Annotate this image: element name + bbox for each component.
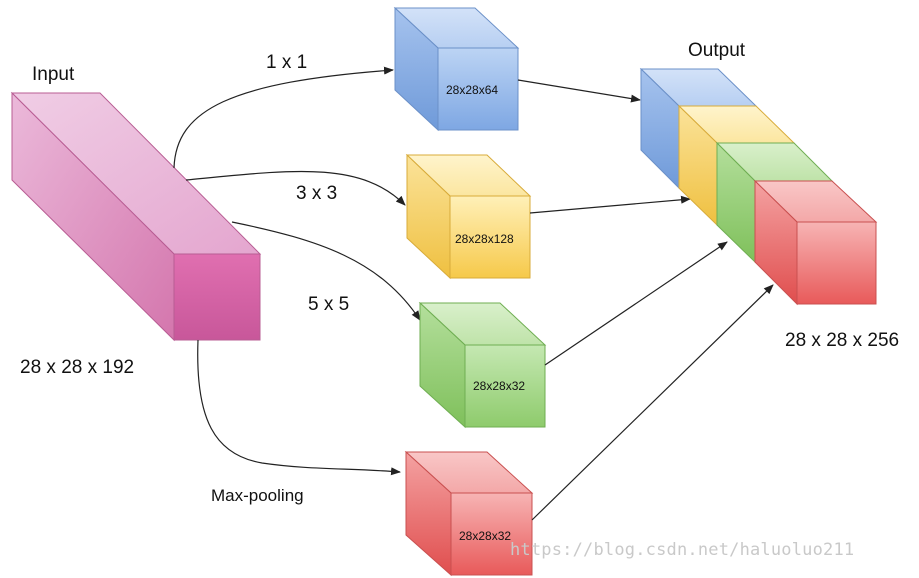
arrow-5x5 <box>231 221 421 321</box>
watermark: https://blog.csdn.net/haluoluo211 <box>510 540 855 560</box>
branch-label-5x5: 5 x 5 <box>308 294 350 315</box>
conv3x3-output-block <box>405 153 532 280</box>
branch-arrows <box>173 66 421 476</box>
output-label: Output <box>688 40 746 61</box>
branch-label-1x1: 1 x 1 <box>266 52 308 73</box>
output-dims-label: 28 x 28 x 256 <box>785 330 900 351</box>
conv5x5-output-block <box>418 301 547 429</box>
branch-label-3x3: 3 x 3 <box>296 183 338 204</box>
arrow-3x3 <box>185 170 406 206</box>
output-stack <box>639 67 878 306</box>
conv3x3-dims: 28x28x128 <box>455 232 514 246</box>
concat-arrows <box>517 79 774 521</box>
conv1x1-output-block <box>393 6 520 132</box>
input-dims-label: 28 x 28 x 192 <box>20 357 135 378</box>
input-block <box>10 91 262 342</box>
conv5x5-dims: 28x28x32 <box>473 379 526 393</box>
conv1x1-dims: 28x28x64 <box>446 83 499 97</box>
maxpool-output-block <box>404 450 534 577</box>
maxpool-dims: 28x28x32 <box>459 529 512 543</box>
arrow-1x1 <box>173 66 394 169</box>
arrow-maxpool <box>197 339 401 476</box>
branch-label-maxpool: Max-pooling <box>211 486 304 505</box>
output-slice-red <box>753 179 878 306</box>
input-label: Input <box>32 64 75 85</box>
